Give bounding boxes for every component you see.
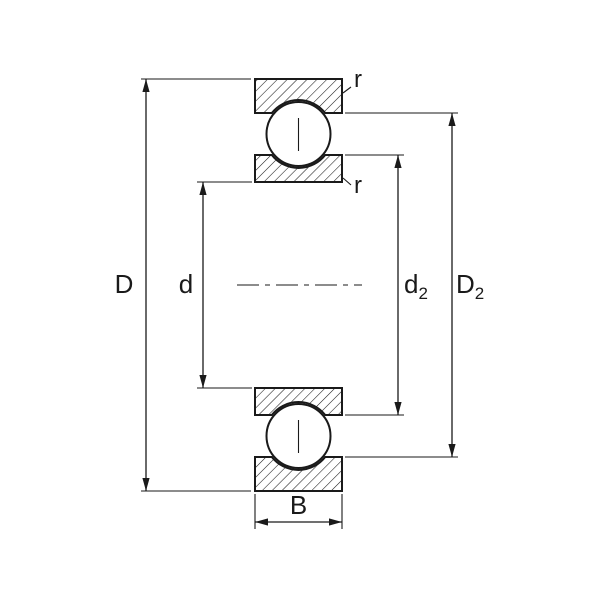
label-width-B: B — [290, 490, 307, 520]
inner-ring-bottom-section — [254, 387, 343, 416]
outer-ring-top-section — [254, 78, 343, 114]
label-d2-subscript: 2 — [418, 284, 427, 303]
label-outer-shoulder-D2: D2 — [456, 269, 484, 303]
label-outer-diameter-D: D — [115, 269, 134, 299]
label-d2-base: d — [404, 269, 418, 299]
label-bore-diameter-d: d — [179, 269, 193, 299]
inner-ring-top-section — [254, 154, 343, 183]
leader-r-inner-ring — [342, 177, 352, 186]
label-D2-subscript: 2 — [475, 284, 484, 303]
label-inner-shoulder-d2: d2 — [404, 269, 428, 303]
leader-r-outer-ring — [342, 86, 352, 94]
label-D2-base: D — [456, 269, 475, 299]
label-chamfer-r-inner: r — [354, 172, 362, 199]
outer-ring-bottom-section — [254, 456, 343, 492]
label-chamfer-r-outer: r — [354, 66, 362, 93]
